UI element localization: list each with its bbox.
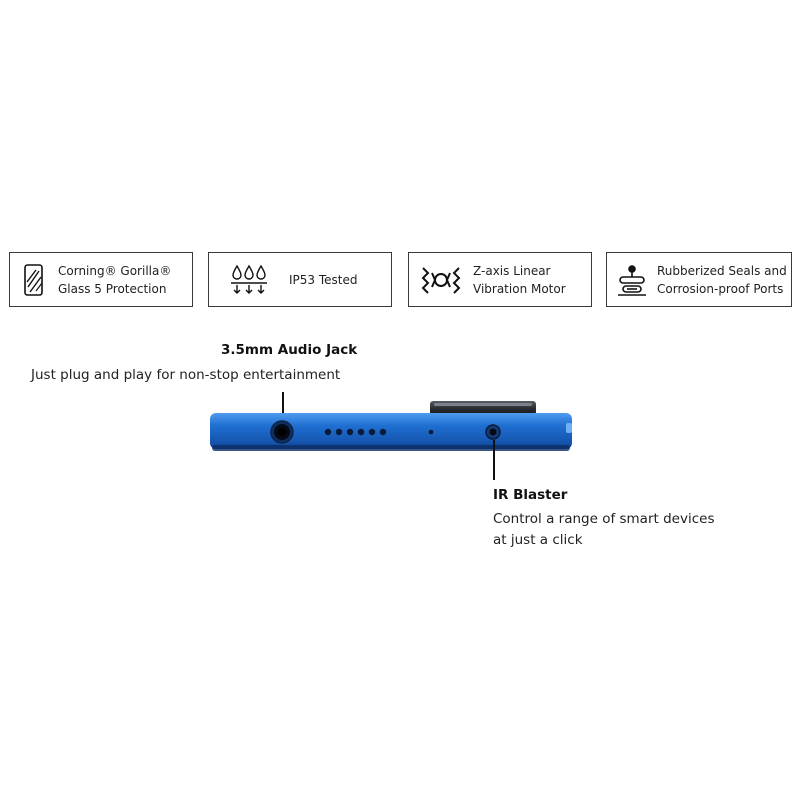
- feature-label: Rubberized Seals and Corrosion-proof Por…: [657, 262, 787, 298]
- audio-jack-port: [270, 420, 294, 444]
- sealed-port-icon: [607, 263, 657, 297]
- ir-blaster-leader-line: [493, 440, 495, 480]
- ir-blaster-title: IR Blaster: [493, 487, 568, 503]
- feature-label: IP53 Tested: [289, 271, 358, 289]
- audio-jack-leader-line: [282, 392, 284, 422]
- phone-top-edge-image: [210, 401, 572, 451]
- feature-label: Corning® Gorilla® Glass 5 Protection: [58, 262, 171, 298]
- ir-blaster-line: Control a range of smart devices: [493, 511, 715, 527]
- water-drops-icon: [209, 263, 289, 297]
- feature-line: Rubberized Seals and: [657, 263, 787, 278]
- phone-body: [210, 413, 572, 449]
- feature-line: Corning® Gorilla®: [58, 263, 172, 278]
- speaker-grille: [324, 428, 387, 436]
- vibration-motor-icon: [409, 263, 473, 297]
- camera-bump: [430, 401, 536, 415]
- ir-blaster-description: Control a range of smart devices at just…: [493, 509, 714, 551]
- feature-line: Glass 5 Protection: [58, 281, 167, 296]
- gorilla-glass-icon: [10, 263, 58, 297]
- audio-jack-title: 3.5mm Audio Jack: [221, 342, 358, 358]
- feature-label: Z-axis Linear Vibration Motor: [473, 262, 566, 298]
- feature-box-rubber-seals: Rubberized Seals and Corrosion-proof Por…: [606, 252, 792, 307]
- feature-box-ip53: IP53 Tested: [208, 252, 392, 307]
- feature-line: Z-axis Linear: [473, 263, 551, 278]
- feature-box-vibration: Z-axis Linear Vibration Motor: [408, 252, 592, 307]
- side-button: [566, 423, 572, 433]
- feature-line: IP53 Tested: [289, 272, 358, 287]
- ir-blaster-port: [485, 424, 501, 440]
- microphone-hole: [428, 429, 434, 435]
- feature-line: Corrosion-proof Ports: [657, 281, 784, 296]
- audio-jack-description: Just plug and play for non-stop entertai…: [31, 367, 341, 383]
- feature-box-gorilla-glass: Corning® Gorilla® Glass 5 Protection: [9, 252, 193, 307]
- feature-line: Vibration Motor: [473, 281, 566, 296]
- ir-blaster-line: at just a click: [493, 532, 583, 548]
